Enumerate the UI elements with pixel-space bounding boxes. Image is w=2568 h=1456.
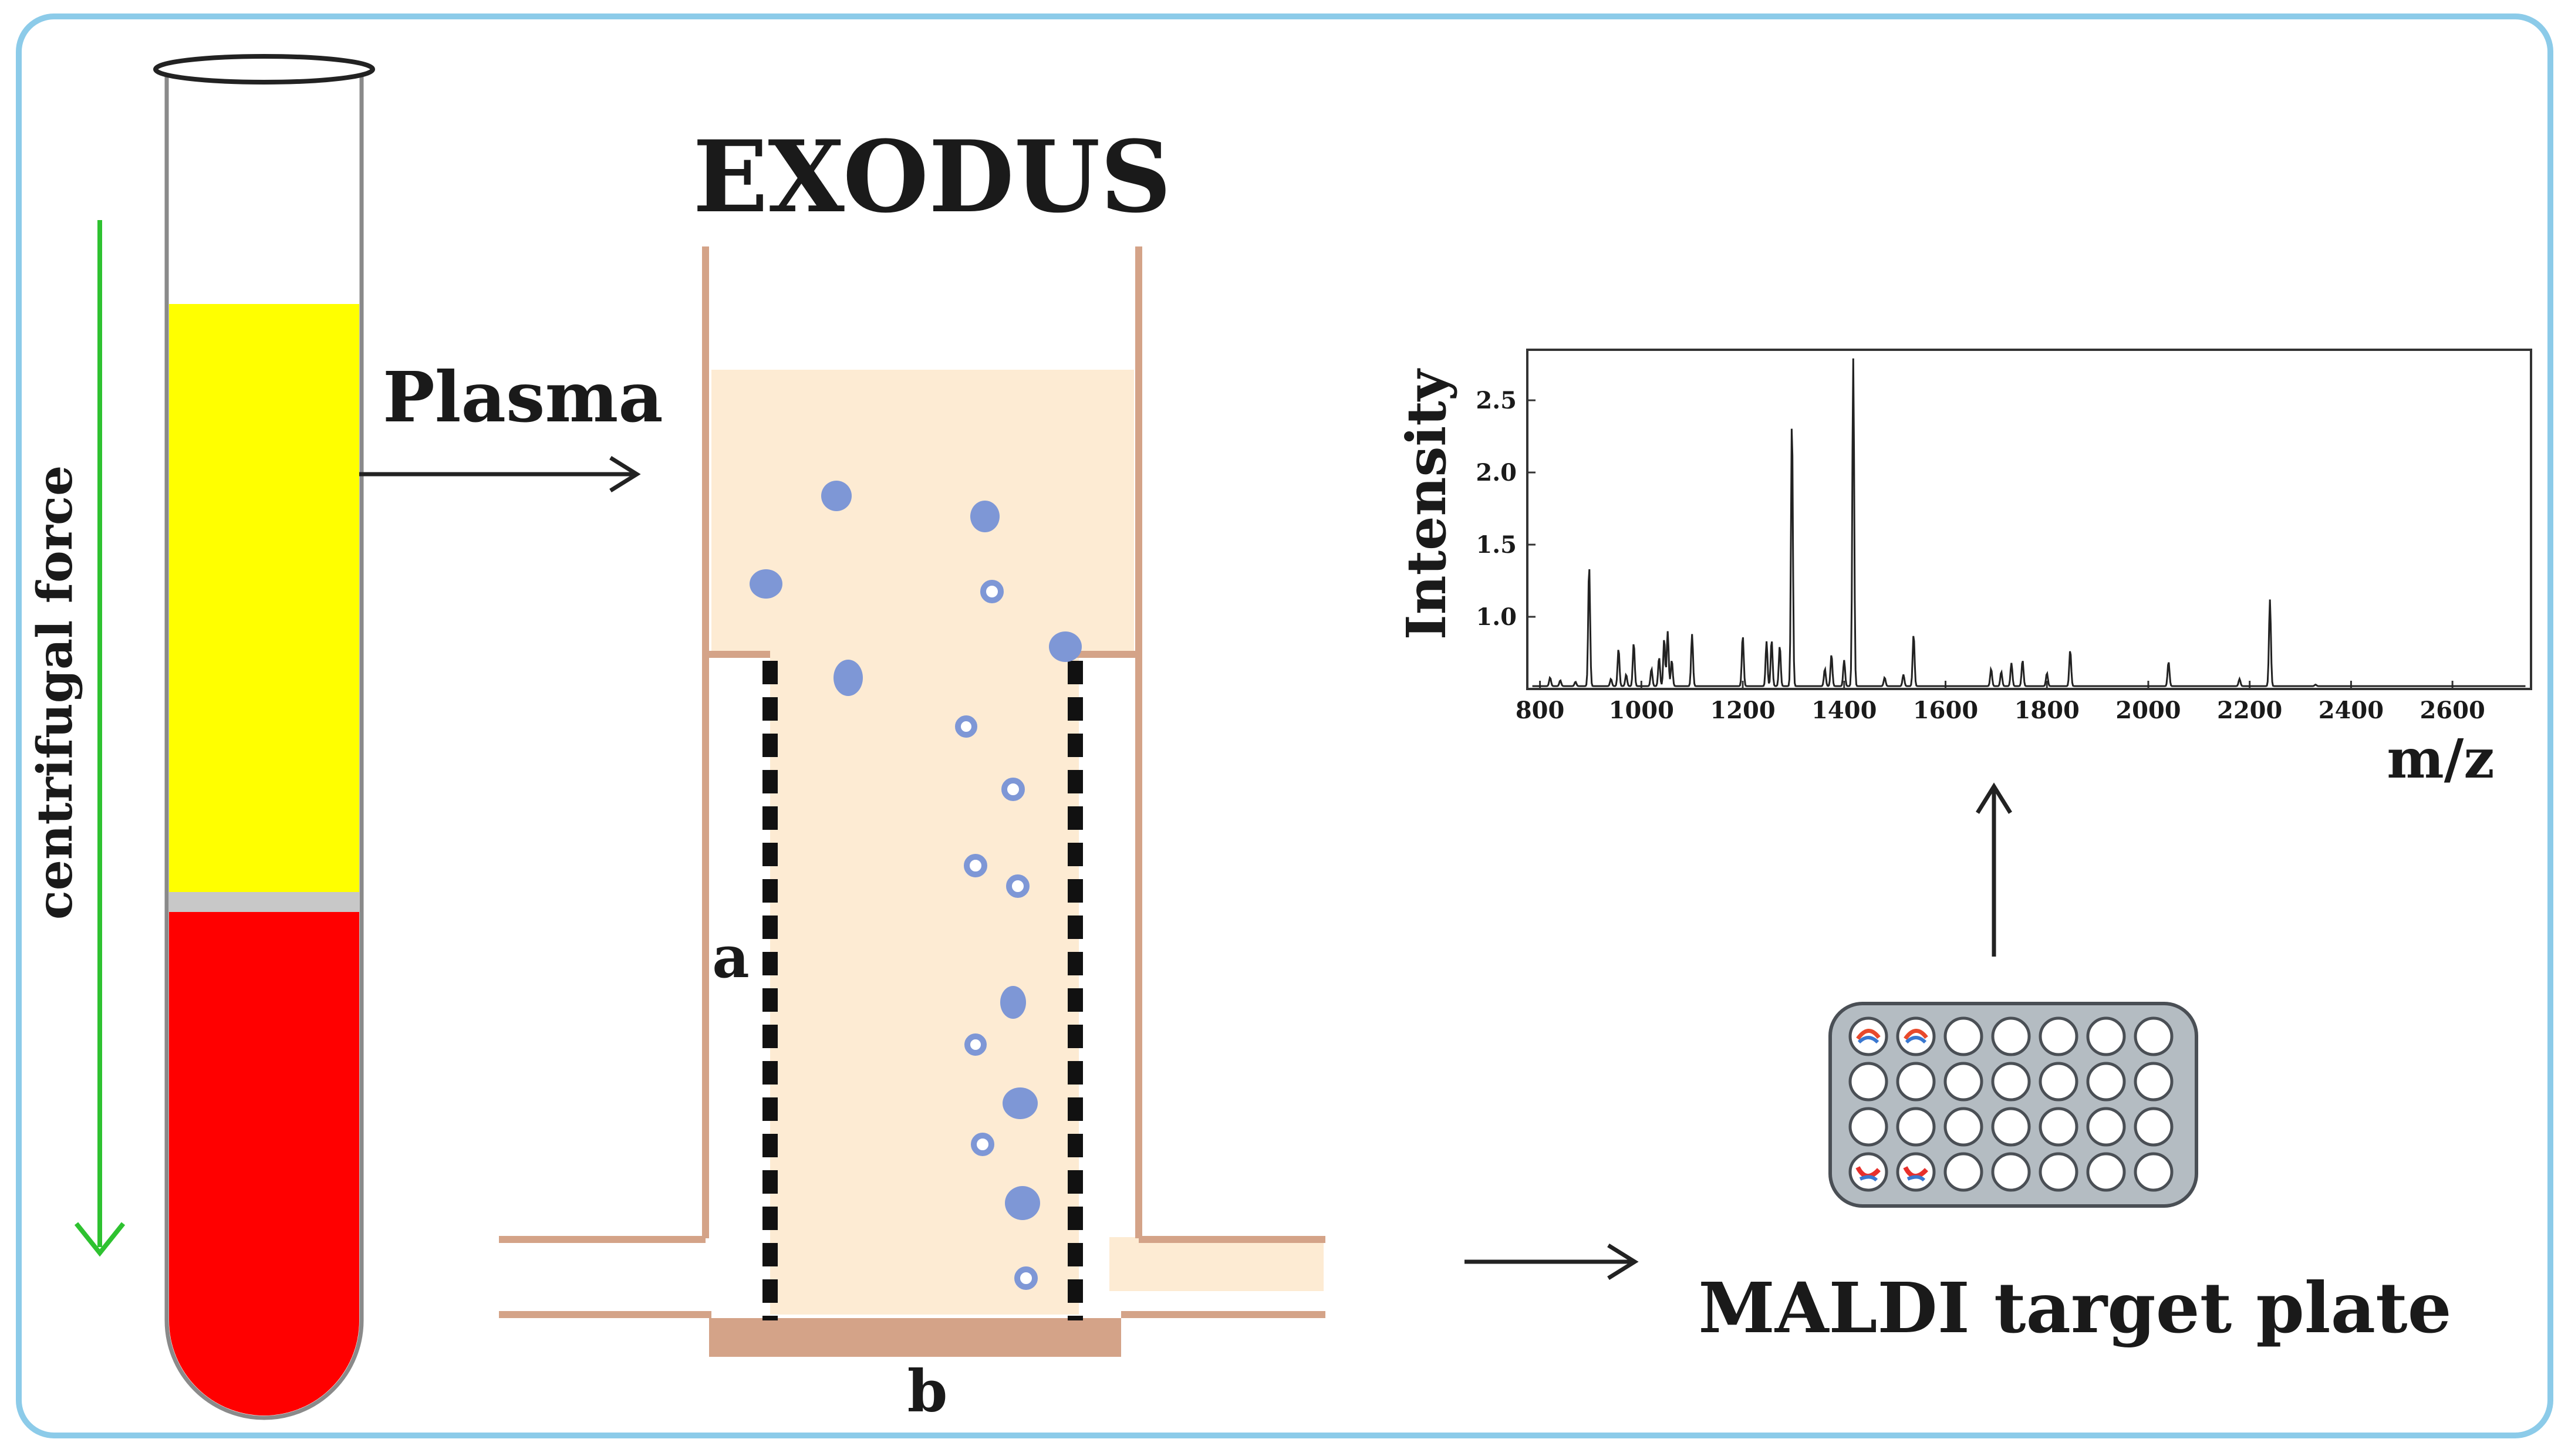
plate-well	[1848, 1152, 1888, 1192]
tube-rim	[153, 54, 375, 85]
plate-well	[2086, 1062, 2126, 1102]
spectrum-frame	[1526, 349, 2532, 690]
plate-well	[2134, 1152, 2174, 1192]
plate-well	[1848, 1107, 1888, 1147]
plasma-layer	[169, 304, 359, 892]
x-tick-label: 1200	[1710, 697, 1775, 724]
plate-well	[2086, 1152, 2126, 1192]
centrifugal-force-label: centrifugal force	[27, 465, 83, 920]
sample-spot	[1904, 1029, 1928, 1041]
exodus-device	[499, 246, 1325, 1357]
y-tick-label: 1.0	[1476, 603, 1517, 631]
plate-well	[2134, 1107, 2174, 1147]
plate-well	[2039, 1107, 2078, 1147]
x-axis-label: m/z	[2387, 727, 2494, 791]
plate-well	[1991, 1107, 2031, 1147]
exodus-title: EXODUS	[693, 119, 1171, 235]
tube-outline	[164, 76, 364, 1420]
x-tick-label: 800	[1516, 697, 1565, 724]
x-tick-label: 1600	[1913, 697, 1978, 724]
plate-well	[2039, 1062, 2078, 1102]
maldi-target-plate-label: MALDI target plate	[1698, 1267, 2451, 1349]
sample-spot	[1859, 1175, 1878, 1182]
plate-well	[1943, 1062, 1983, 1102]
mass-spectrum-chart: 1.0 1.5 2.0 2.5 800 1000 1200 1400 1600 1800 2000…	[1476, 349, 2532, 724]
maldi-target-plate	[1828, 1002, 2198, 1208]
x-axis: 800 1000 1200 1400 1600 1800 2000 2200 2400 2600	[1516, 681, 2485, 724]
x-tick-label: 1800	[2014, 697, 2080, 724]
centrifugal-force-arrow	[74, 220, 126, 1257]
plate-well	[1943, 1107, 1983, 1147]
plasma-label: Plasma	[383, 356, 663, 438]
plate-well	[1991, 1152, 2031, 1192]
x-tick-label: 1400	[1811, 697, 1877, 724]
plate-well	[2134, 1016, 2174, 1056]
sample-spot	[1857, 1036, 1879, 1044]
y-axis: 1.0 1.5 2.0 2.5	[1476, 387, 1536, 631]
plate-well	[2039, 1016, 2078, 1056]
plate-well	[1943, 1016, 1983, 1056]
base-label-b: b	[907, 1358, 948, 1425]
plate-well	[2086, 1016, 2126, 1056]
plate-well	[1896, 1062, 1936, 1102]
sample-spot	[1856, 1029, 1881, 1041]
membrane-label-a: a	[712, 924, 750, 991]
x-tick-label: 2200	[2217, 697, 2282, 724]
test-tube	[153, 54, 375, 1420]
plate-well	[2134, 1062, 2174, 1102]
y-tick-label: 2.5	[1476, 387, 1517, 414]
spectrum-trace	[1532, 358, 2526, 687]
y-tick-label: 1.5	[1476, 531, 1517, 559]
x-tick-label: 2000	[2115, 697, 2181, 724]
device-walls	[499, 246, 1325, 1318]
plate-to-spectrum-arrow	[1976, 782, 2012, 957]
device-sample-fill	[711, 370, 1134, 657]
device-base-b	[709, 1318, 1121, 1357]
plate-well	[1896, 1152, 1936, 1192]
sample-spot	[1905, 1036, 1927, 1044]
plate-well	[1848, 1062, 1888, 1102]
plate-well	[1896, 1107, 1936, 1147]
x-tick-label: 2400	[2319, 697, 2384, 724]
plate-well	[1991, 1016, 2031, 1056]
outer-frame	[16, 13, 2553, 1438]
buffy-coat-layer	[169, 891, 359, 912]
x-tick-label: 1000	[1609, 697, 1674, 724]
plate-well	[1943, 1152, 1983, 1192]
extracellular-vesicles	[750, 481, 1082, 1290]
plate-well	[2039, 1152, 2078, 1192]
x-tick-label: 2600	[2419, 697, 2485, 724]
y-tick-label: 2.0	[1476, 459, 1517, 487]
red-blood-cell-layer	[169, 911, 359, 1416]
plasma-arrow	[359, 456, 641, 492]
plate-well	[1991, 1062, 2031, 1102]
plate-well	[2086, 1107, 2126, 1147]
sample-spot	[1906, 1175, 1926, 1182]
y-axis-label: Intensity	[1395, 368, 1458, 640]
device-to-maldi-arrow	[1464, 1244, 1639, 1280]
plate-wells	[1848, 1016, 2174, 1192]
